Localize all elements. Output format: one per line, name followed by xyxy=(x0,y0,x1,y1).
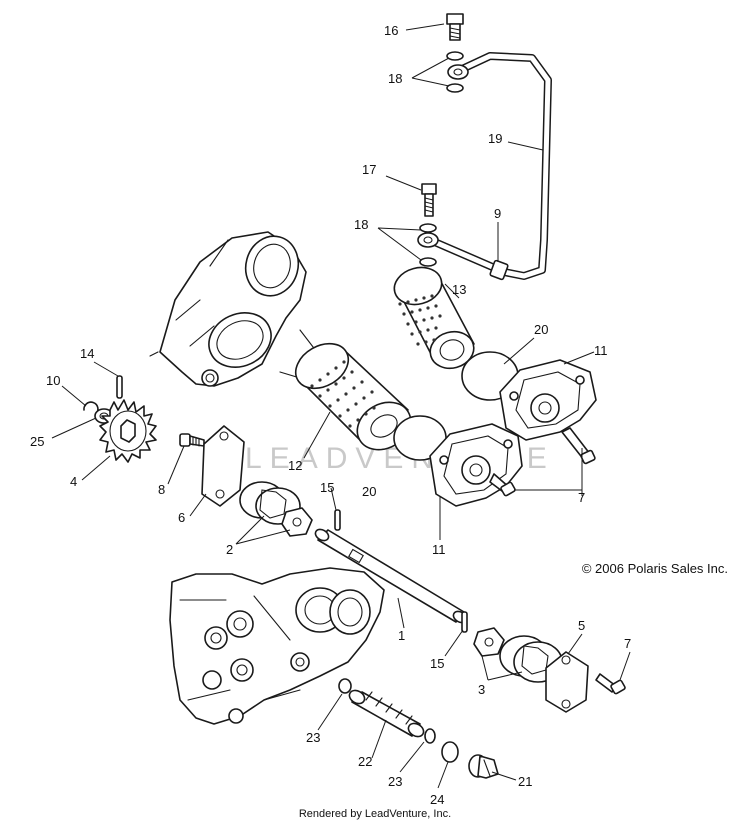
bolt-8 xyxy=(179,433,205,447)
oil-filter-13 xyxy=(393,266,475,370)
washer-18-upper-b xyxy=(446,83,464,93)
footer-credit: Rendered by LeadVenture, Inc. xyxy=(298,808,452,820)
callout-15: 15 xyxy=(320,480,334,495)
oil-pump-gear-4 xyxy=(99,399,157,463)
pin-15-upper xyxy=(334,509,341,531)
callout-7: 7 xyxy=(624,636,631,651)
callout-8: 8 xyxy=(158,482,165,497)
callout-23: 23 xyxy=(306,730,320,745)
screw-7-lower xyxy=(595,673,626,695)
callout-14: 14 xyxy=(80,346,94,361)
callout-6: 6 xyxy=(178,510,185,525)
callout-22: 22 xyxy=(358,754,372,769)
callout-20: 20 xyxy=(534,322,548,337)
callout-17: 17 xyxy=(362,162,376,177)
callout-24: 24 xyxy=(430,792,444,807)
callout-numbers: 16 18 19 17 9 18 13 20 11 14 10 25 12 4 … xyxy=(30,23,631,807)
callout-2: 2 xyxy=(226,542,233,557)
banjo-bolt-17 xyxy=(421,183,437,217)
callout-3: 3 xyxy=(478,682,485,697)
callout-10: 10 xyxy=(46,373,60,388)
oil-line xyxy=(417,52,552,281)
callout-7: 7 xyxy=(578,490,585,505)
banjo-bolt-16 xyxy=(446,13,464,41)
callout-23: 23 xyxy=(388,774,402,789)
oil-pump-rotor-inner-2 xyxy=(281,507,313,537)
pin-15-lower xyxy=(461,611,468,633)
screw-7-upper xyxy=(561,427,596,465)
callout-11: 11 xyxy=(594,343,608,358)
callout-25: 25 xyxy=(30,434,44,449)
callout-9: 9 xyxy=(494,206,501,221)
leader-lines xyxy=(51,23,631,789)
callout-13: 13 xyxy=(452,282,466,297)
callout-21: 21 xyxy=(518,774,532,789)
oil-strainer-22 xyxy=(348,689,425,738)
o-ring-23-upper xyxy=(338,678,352,694)
washer-18-lower-a xyxy=(419,223,437,233)
callout-4: 4 xyxy=(70,474,77,489)
callout-12: 12 xyxy=(288,458,302,473)
callout-1: 1 xyxy=(398,628,405,643)
upper-crankcase xyxy=(149,231,321,387)
callout-11: 11 xyxy=(432,542,446,557)
oil-filter-12 xyxy=(294,342,412,451)
lower-crankcase xyxy=(169,567,385,725)
callout-18: 18 xyxy=(354,217,368,232)
drain-plug-21 xyxy=(468,754,499,779)
oil-pump-rotor-inner-3 xyxy=(473,627,505,657)
callout-18: 18 xyxy=(388,71,402,86)
callout-16: 16 xyxy=(384,23,398,38)
oil-pump-rotor-outer-3 xyxy=(499,635,563,683)
o-ring-23-lower xyxy=(424,728,436,744)
washer-18-upper-a xyxy=(446,51,464,61)
callout-20: 20 xyxy=(362,484,376,499)
callout-5: 5 xyxy=(578,618,585,633)
cover-plate-5 xyxy=(545,651,589,713)
callout-19: 19 xyxy=(488,131,502,146)
screw-7-middle xyxy=(489,473,516,497)
cover-plate-6 xyxy=(201,425,245,507)
o-ring-24 xyxy=(441,741,459,763)
washer-18-lower-b xyxy=(419,257,437,267)
callout-15: 15 xyxy=(430,656,444,671)
filter-cover-11-upper xyxy=(499,359,597,441)
copyright-notice: © 2006 Polaris Sales Inc. xyxy=(581,561,728,576)
pin-14 xyxy=(116,375,123,399)
